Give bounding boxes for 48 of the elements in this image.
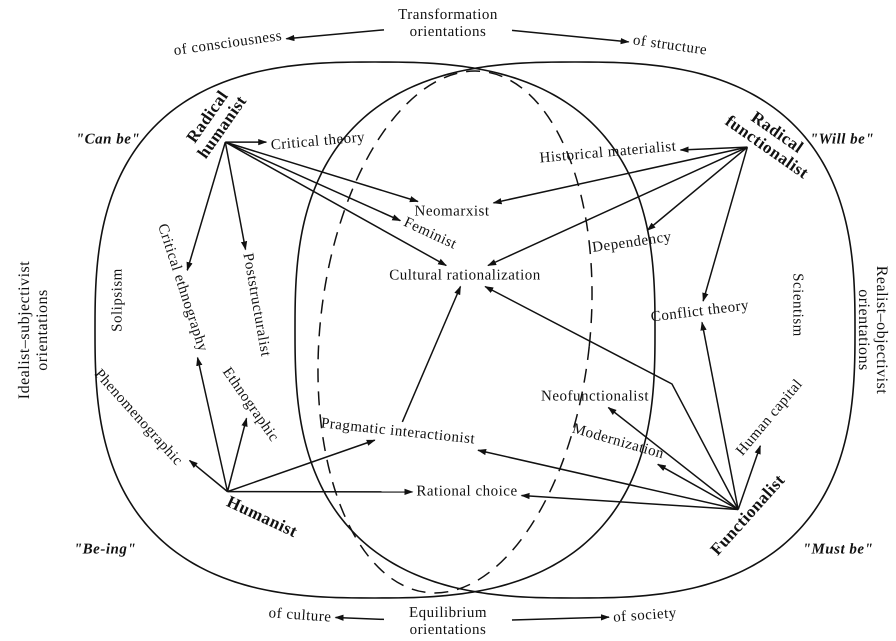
quote-label: "Will be" [810,132,874,148]
arrow [512,614,610,621]
arrow [680,146,748,153]
theory-label: of structure [630,32,710,60]
theory-label: Critical theory [268,129,368,155]
arrow [646,146,748,231]
axis-label: Scientism [788,273,806,337]
theory-label: Conflict theory [648,297,752,327]
arrow [227,439,376,492]
arrow [484,286,739,510]
theory-label: Neomarxist [412,204,492,220]
arrow [656,464,739,510]
axis-label: Solipsism [110,268,126,332]
arrow [334,614,384,621]
arrow [225,141,419,202]
quote-label: "Can be" [76,132,140,148]
arrow [520,492,738,510]
theory-label: Dependency [589,228,675,258]
arrow [188,460,228,492]
theory-label: of consciousness [170,28,286,60]
theory-label: Historical materialist [536,138,680,168]
arrow [700,321,739,510]
quote-label: "Be-ing" [74,542,136,558]
arrow [737,445,761,510]
theory-label: Rational choice [414,484,520,500]
arrow [225,141,402,222]
arrow [477,448,738,510]
theory-label: Equilibrium orientations [386,605,510,639]
arrow [285,29,384,42]
arrow [196,356,228,492]
arrow [186,142,226,272]
theory-label: Cultural rationalization [387,268,543,284]
arrow [224,141,447,266]
arrow [402,286,462,422]
arrow [226,417,248,492]
axis-label: Idealist–subjectivist orientations [16,260,52,402]
arrow [702,146,748,302]
arrow [224,142,248,250]
theory-label: of culture [266,605,334,627]
quote-label: "Must be" [802,542,874,558]
arrow [225,138,268,146]
arrow [227,488,414,496]
theory-label: of society [610,605,680,627]
arrow [512,30,630,44]
theory-label: Transformation orientations [386,7,510,41]
axis-label: Realist–objectivist orientations [854,264,890,396]
theory-label: Pragmatic interactionist [318,415,478,449]
arrow [487,146,748,266]
